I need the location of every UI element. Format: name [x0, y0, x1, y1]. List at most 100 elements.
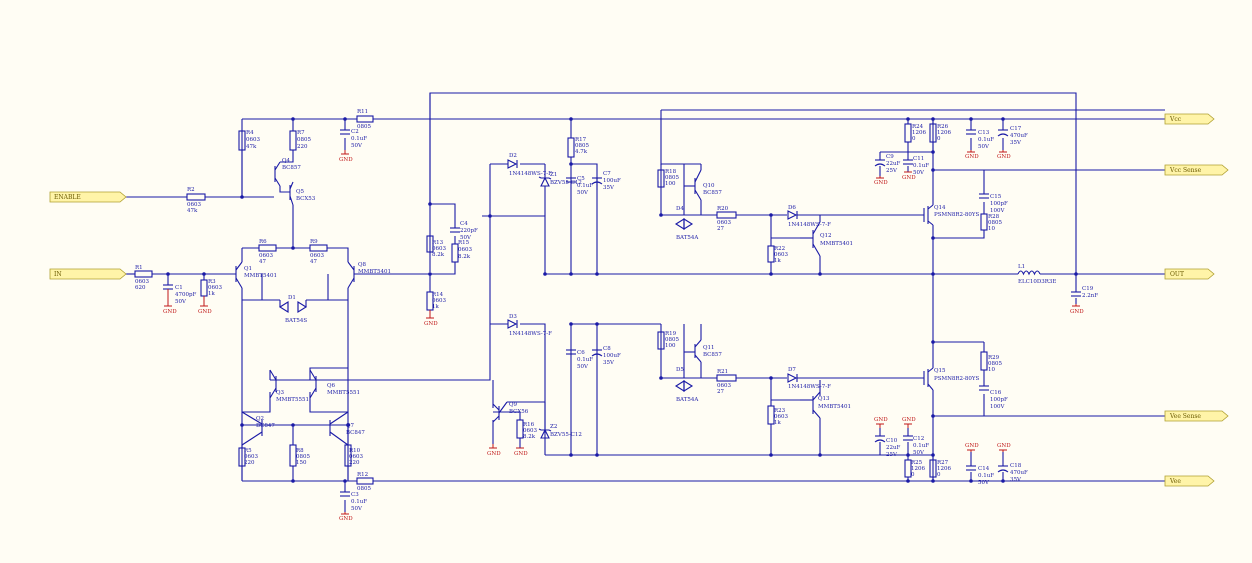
diode-d6[interactable]: D6 1N4148WS-7-F — [787, 205, 831, 228]
resistor-r26[interactable]: R26 1206 0 — [929, 123, 951, 143]
part-label: Q5 — [296, 189, 305, 195]
port-vee[interactable]: Vee — [1164, 475, 1215, 487]
transistor-q13[interactable]: Q13 MMBT5401 — [800, 391, 851, 419]
transistor-q2[interactable]: Q2 BC847 — [241, 411, 275, 446]
port-vcc[interactable]: Vcc — [1164, 113, 1215, 125]
part-label: BC857 — [703, 190, 722, 196]
port-vcc-sense[interactable]: Vcc Sense — [1164, 164, 1229, 176]
capacitor-c16[interactable]: C16 100pF 100V — [979, 385, 1008, 410]
capacitor-c9[interactable]: C9 22uF 25V — [874, 154, 901, 174]
resistor-r9[interactable]: R9 0603 47 — [309, 239, 328, 265]
resistor-r19[interactable]: R19 0805 100 — [657, 331, 679, 350]
resistor-r29[interactable]: R29 0805 10 — [980, 351, 1002, 373]
capacitor-c4[interactable]: C4 220pF 50V — [450, 221, 478, 241]
resistor-r5[interactable]: R5 0603 220 — [238, 447, 258, 467]
part-label: GND — [874, 417, 888, 423]
part-label: R27 — [937, 460, 949, 466]
capacitor-c19[interactable]: C19 2.2nF — [1071, 286, 1098, 299]
resistor-r12[interactable]: R12 0805 — [356, 472, 374, 492]
part-label: C8 — [603, 346, 611, 352]
part-label: 27 — [717, 226, 724, 232]
resistor-r28[interactable]: R28 0805 10 — [980, 213, 1002, 232]
transistor-q12[interactable]: Q12 MMBT5401 — [800, 221, 853, 257]
capacitor-c7[interactable]: C7 100uF 35V — [591, 171, 621, 191]
resistor-r15[interactable]: R15 0603 8.2k — [451, 240, 472, 263]
part-label: D2 — [509, 153, 517, 159]
capacitor-c11[interactable]: C11 0.1uF 50V — [903, 156, 929, 176]
resistor-r11[interactable]: R11 0805 — [356, 109, 374, 130]
diode-d1[interactable]: D1 BAT54S — [278, 295, 307, 324]
diode-d3[interactable]: D3 1N4148WS-7-F — [507, 314, 552, 337]
part-label: C16 — [990, 390, 1002, 396]
resistor-r1[interactable]: R1 0603 620 — [134, 265, 153, 291]
mosfet-q15[interactable]: Q15 PSMN8R2-80YS — [923, 367, 980, 391]
resistor-r24[interactable]: R24 1206 0 — [904, 123, 926, 143]
part-label: GND — [902, 417, 916, 423]
transistor-q3[interactable]: Q3 MMBT5551 — [269, 369, 309, 403]
resistor-r7[interactable]: R7 0805 220 — [289, 130, 311, 151]
resistor-r20[interactable]: R20 0603 27 — [716, 206, 737, 232]
transistor-q1[interactable]: Q1 MMBT5401 — [235, 261, 277, 289]
transistor-q5[interactable]: Q5 BCX53 — [289, 181, 316, 206]
port-out[interactable]: OUT — [1164, 268, 1215, 280]
part-label: 1206 — [937, 466, 951, 472]
part-label: 0603 — [187, 202, 201, 208]
capacitor-c12[interactable]: C12 0.1uF 50V — [903, 435, 929, 456]
diode-d4[interactable]: D4 BAT54A — [674, 206, 699, 241]
capacitor-c15[interactable]: C15 100pF 100V — [979, 193, 1008, 214]
transistor-q11[interactable]: Q11 BC857 — [684, 339, 722, 363]
resistor-r14[interactable]: R14 0603 1k — [426, 291, 446, 311]
capacitor-c17[interactable]: C17 470uF 35V — [997, 126, 1028, 146]
diode-d7[interactable]: D7 1N4148WS-7-F — [787, 367, 831, 390]
part-label: 0603 — [244, 454, 258, 460]
capacitor-c14[interactable]: C14 0.1uF 50V — [966, 465, 994, 486]
capacitor-c8[interactable]: C8 100uF 35V — [591, 346, 621, 366]
part-label: 0 — [937, 472, 941, 478]
transistor-q8[interactable]: Q8 MMBT5401 — [347, 261, 391, 289]
capacitor-c5[interactable]: C5 0.1uF 50V — [566, 176, 593, 196]
resistor-r2[interactable]: R2 0603 47k — [186, 187, 206, 214]
transistor-q6[interactable]: Q6 MMBT5551 — [309, 369, 360, 399]
part-label: Q11 — [703, 345, 715, 351]
resistor-r4[interactable]: R4 0603 47k — [238, 130, 260, 151]
transistor-q7[interactable]: Q7 BC847 — [329, 411, 365, 446]
resistor-r18[interactable]: R18 0805 100 — [657, 169, 679, 188]
port-vee-sense[interactable]: Vee Sense — [1164, 410, 1229, 422]
capacitor-c2[interactable]: C2 0.1uF 50V — [340, 129, 367, 149]
resistor-r16[interactable]: R16 0603 8.2k — [516, 419, 537, 440]
resistor-r8[interactable]: R8 0805 150 — [289, 444, 310, 467]
transistor-q9[interactable]: Q9 BCX56 — [492, 401, 529, 423]
transistor-q10[interactable]: Q10 BC857 — [684, 169, 722, 201]
transistor-q4[interactable]: Q4 BC857 — [274, 158, 301, 187]
part-label: 0805 — [297, 137, 311, 143]
ground-icon: GND — [902, 417, 916, 428]
mosfet-q14[interactable]: Q14 PSMN8R2-80YS — [923, 204, 980, 226]
resistor-r23[interactable]: R23 0603 1k — [767, 405, 788, 426]
part-label: C2 — [351, 129, 359, 135]
resistor-r17[interactable]: R17 0805 4.7k — [567, 137, 589, 158]
part-label: 0 — [911, 472, 915, 478]
resistor-r6[interactable]: R6 0603 47 — [258, 239, 277, 265]
capacitor-c18[interactable]: C18 470uF 35V — [997, 463, 1028, 483]
resistor-r21[interactable]: R21 0603 27 — [716, 369, 737, 395]
part-label: GND — [514, 451, 528, 457]
capacitor-c10[interactable]: C10 22uF 25V — [874, 435, 901, 458]
part-label: 4700pF — [175, 292, 197, 298]
resistor-r13[interactable]: R13 0603 8.2k — [426, 235, 446, 258]
diode-d5[interactable]: D5 BAT54A — [674, 367, 699, 403]
resistor-r27[interactable]: R27 1206 0 — [929, 459, 951, 478]
port-enable[interactable]: ENABLE — [49, 191, 127, 203]
resistor-r22[interactable]: R22 0603 1k — [767, 245, 788, 264]
zener-z1[interactable]: Z1 BZV55-C12 — [538, 172, 582, 187]
zener-z2[interactable]: Z2 BZV55-C12 — [538, 424, 582, 439]
part-label: 0603 — [432, 298, 446, 304]
resistor-r25[interactable]: R25 1206 0 — [904, 459, 925, 478]
inductor-l1[interactable]: L1 ELC10D3R3E — [1017, 264, 1056, 285]
diode-d2[interactable]: D2 1N4148WS-7-F — [507, 153, 552, 177]
port-in[interactable]: IN — [49, 268, 127, 280]
capacitor-c6[interactable]: C6 0.1uF 50V — [566, 349, 593, 370]
capacitor-c13[interactable]: C13 0.1uF 50V — [966, 129, 994, 150]
resistor-r3[interactable]: R3 0603 1k — [200, 279, 222, 297]
capacitor-c3[interactable]: C3 0.1uF 50V — [340, 491, 367, 512]
part-label: 100V — [990, 208, 1005, 214]
